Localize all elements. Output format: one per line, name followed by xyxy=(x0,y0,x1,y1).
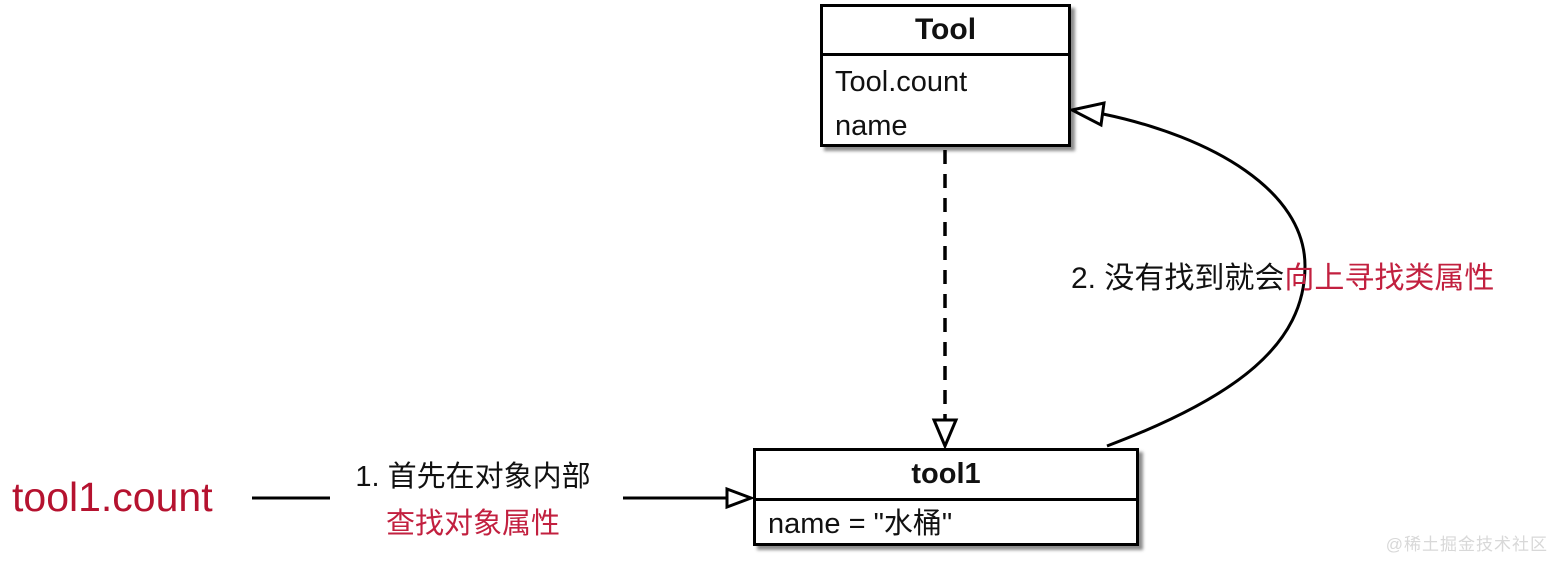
class-attribute: Tool.count xyxy=(835,66,968,98)
hollow-arrowhead-upleft-icon xyxy=(1067,101,1106,128)
step2-red-part: 向上寻找类属性 xyxy=(1284,262,1495,295)
class-box-title: Tool xyxy=(823,7,1068,56)
step1-line1: 1. 首先在对象内部 xyxy=(355,461,591,493)
step1-line2: 查找对象属性 xyxy=(385,508,560,540)
instance-box-title: tool1 xyxy=(756,451,1136,501)
class-to-instance-dashed-arrow xyxy=(931,150,959,450)
hollow-arrowhead-right-icon xyxy=(725,486,756,510)
instance-box-tool1: tool1 name = "水桶" xyxy=(753,448,1139,546)
class-box-tool: Tool Tool.count name xyxy=(820,4,1071,147)
curve-arrow-path xyxy=(1102,112,1307,448)
expression-label: tool1.count xyxy=(12,474,213,520)
hollow-arrowhead-down-icon xyxy=(931,418,959,450)
instance-box-body: name = "水桶" xyxy=(756,501,1136,545)
step1-annotation: 1. 首先在对象内部 查找对象属性 xyxy=(328,454,618,548)
class-attribute: name xyxy=(835,110,908,142)
lookup-arrow xyxy=(623,486,756,510)
watermark: @稀土掘金技术社区 xyxy=(1385,535,1548,554)
instance-attribute: name = "水桶" xyxy=(768,508,953,540)
step2-annotation: 2. 没有找到就会向上寻找类属性 xyxy=(1071,253,1494,297)
inheritance-lookup-curve-arrow xyxy=(1067,101,1307,448)
class-box-body: Tool.count name xyxy=(823,56,1068,148)
step2-black-part: 2. 没有找到就会 xyxy=(1071,262,1285,295)
